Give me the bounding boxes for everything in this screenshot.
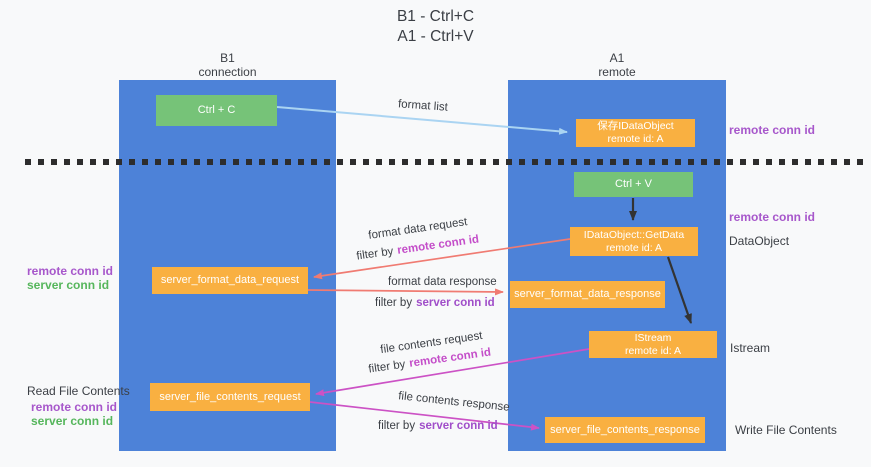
title-line-2: A1 - Ctrl+V — [397, 28, 474, 45]
format-data-response-arrow — [307, 288, 504, 296]
save-dataobject-line2: remote id: A — [607, 133, 664, 145]
ctrl-c-label: Ctrl + C — [197, 104, 236, 116]
server-format-data-response-node: server_format_data_response — [510, 281, 665, 308]
server-file-contents-response-node: server_file_contents_response — [545, 417, 705, 443]
right-column-name: A1 — [609, 51, 625, 65]
left-server-conn-id-top-label: server conn id — [27, 278, 110, 292]
left-server-conn-id-bottom-label: server conn id — [31, 414, 114, 428]
left-remote-conn-id-bottom-label: remote conn id — [31, 400, 118, 414]
format-data-request-arrow — [313, 238, 571, 280]
file-contents-response-arrow — [309, 401, 540, 431]
server-file-contents-response-label: server_file_contents_response — [550, 423, 700, 436]
getdata-node: IDataObject::GetData remote id: A — [570, 227, 698, 256]
file-contents-request-arrow — [315, 348, 590, 397]
save-dataobject-line1: 保存IDataObject — [597, 120, 674, 132]
server-conn-id-text: server conn id — [416, 297, 495, 309]
getdata-to-istream-arrow — [666, 256, 693, 324]
right-column-role: remote — [598, 65, 636, 79]
read-file-contents-label: Read File Contents — [27, 384, 130, 398]
diagram-title: B1 - Ctrl+C A1 - Ctrl+V — [0, 7, 871, 47]
istream-node: IStream remote id: A — [589, 331, 717, 358]
left-column-role: connection — [198, 65, 257, 79]
right-remote-conn-id-top-label: remote conn id — [729, 123, 816, 137]
server-file-contents-request-label: server_file_contents_request — [159, 390, 301, 403]
ctrl-v-node: Ctrl + V — [574, 172, 693, 197]
machine-divider-dashed-line — [25, 159, 863, 165]
getdata-line2: remote id: A — [605, 241, 663, 254]
ctrl-c-node: Ctrl + C — [156, 95, 277, 126]
filter-by-text: filter by — [378, 420, 416, 432]
istream-side-label: Istream — [730, 341, 771, 355]
istream-line2: remote id: A — [624, 344, 682, 357]
right-column-header: A1 remote — [508, 51, 726, 79]
server-format-data-request-label: server_format_data_request — [160, 274, 300, 286]
left-column-name: B1 — [220, 51, 235, 65]
getdata-line1: IDataObject::GetData — [583, 228, 685, 241]
dataobject-label: DataObject — [729, 234, 790, 248]
left-column-header: B1 connection — [119, 51, 336, 79]
filter-by-text: filter by — [375, 297, 413, 309]
format-data-response-label: format data response — [388, 276, 497, 288]
istream-line1: IStream — [634, 331, 672, 344]
title-line-1: B1 - Ctrl+C — [396, 8, 475, 25]
write-file-contents-label: Write File Contents — [735, 423, 837, 437]
ctrl-v-label: Ctrl + V — [615, 178, 652, 190]
server-file-contents-request-node: server_file_contents_request — [150, 383, 310, 411]
server-format-data-response-label: server_format_data_response — [514, 288, 661, 300]
right-remote-conn-id-mid-label: remote conn id — [729, 210, 816, 224]
server-conn-id-text: server conn id — [419, 420, 498, 432]
save-dataobject-node: 保存IDataObject remote id: A — [576, 119, 695, 147]
server-format-data-request-node: server_format_data_request — [152, 267, 308, 294]
format-list-arrow — [276, 106, 568, 135]
left-remote-conn-id-top-label: remote conn id — [27, 264, 114, 278]
